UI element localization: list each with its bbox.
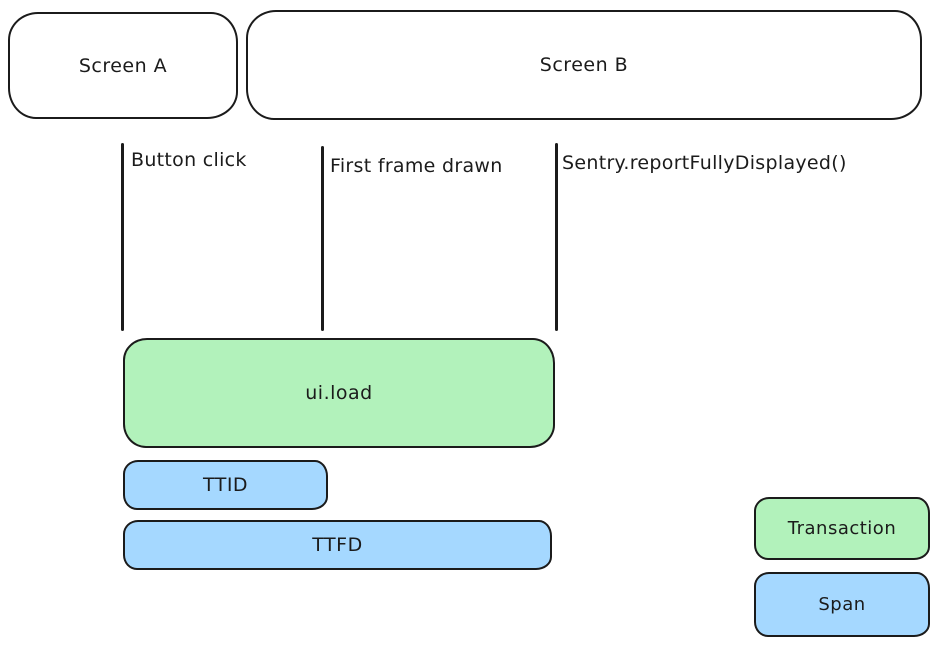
ttid-span-bar: TTID (123, 460, 328, 510)
screen-b-label: Screen B (539, 54, 629, 76)
ttfd-label: TTFD (312, 534, 363, 556)
screen-a-box: Screen A (8, 12, 238, 119)
ttid-label: TTID (202, 474, 249, 496)
legend-span-box: Span (754, 572, 930, 637)
marker-line-button-click (121, 143, 124, 331)
marker-line-report-fully-displayed (555, 143, 558, 331)
marker-label-first-frame-drawn: First frame drawn (330, 155, 503, 177)
ui-load-label: ui.load (305, 382, 373, 404)
legend-transaction-box: Transaction (754, 497, 930, 560)
legend-transaction-label: Transaction (787, 518, 897, 539)
screen-b-box: Screen B (246, 10, 922, 120)
marker-label-report-fully-displayed: Sentry.reportFullyDisplayed() (562, 152, 847, 174)
ui-load-transaction-bar: ui.load (123, 338, 555, 448)
screen-a-label: Screen A (78, 54, 168, 77)
marker-line-first-frame-drawn (321, 146, 324, 331)
legend-span-label: Span (818, 594, 866, 615)
ttfd-span-bar: TTFD (123, 520, 552, 570)
marker-label-button-click: Button click (131, 149, 247, 171)
